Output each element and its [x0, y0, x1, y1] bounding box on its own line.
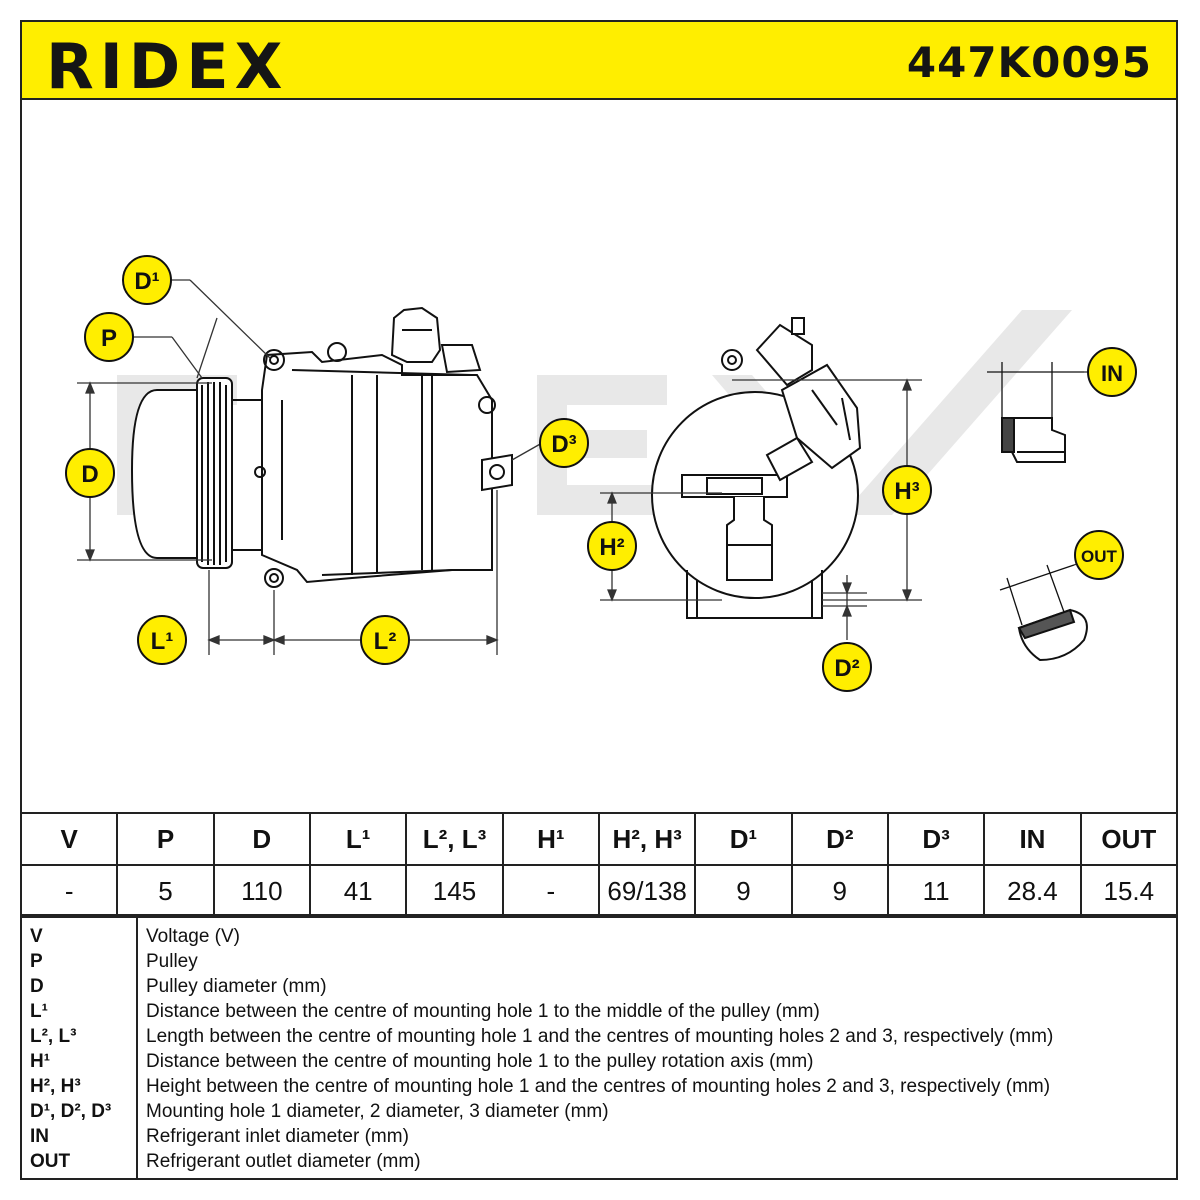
spec-value: 41	[308, 864, 408, 918]
callout-l2-text: L²	[374, 628, 397, 655]
brand-logo: RIDEX	[46, 30, 289, 103]
header-bar: RIDEX 447K0095	[20, 20, 1178, 103]
callout-in: IN	[1087, 347, 1137, 397]
legend-key: P	[30, 951, 43, 972]
legend-key: L¹	[30, 1001, 48, 1022]
legend-description: Distance between the centre of mounting …	[146, 1051, 814, 1072]
legend-description: Pulley diameter (mm)	[146, 976, 327, 997]
legend-table: V Voltage (V) P Pulley D Pulley diameter…	[20, 914, 1178, 1180]
spec-header: L², L³	[405, 812, 504, 866]
callout-d2: D²	[822, 642, 872, 692]
callout-out-text: OUT	[1081, 547, 1118, 566]
legend-key: D	[30, 976, 44, 997]
legend-key: H¹	[30, 1051, 51, 1072]
callout-p-text: P	[101, 325, 117, 352]
spec-header: L¹	[308, 812, 408, 866]
legend-row: H², H³ Height between the centre of moun…	[22, 1074, 1176, 1099]
legend-description: Height between the centre of mounting ho…	[146, 1076, 1051, 1097]
spec-value: 110	[212, 864, 311, 918]
legend-description: Pulley	[146, 951, 198, 972]
spec-value: -	[501, 864, 600, 918]
spec-value: 11	[886, 864, 986, 918]
legend-description: Refrigerant inlet diameter (mm)	[146, 1126, 409, 1147]
callout-d-text: D	[81, 461, 98, 488]
spec-value: 9	[790, 864, 889, 918]
spec-value: -	[19, 864, 119, 918]
spec-value: 5	[116, 864, 215, 918]
legend-row: V Voltage (V)	[22, 924, 1176, 949]
legend-description: Mounting hole 1 diameter, 2 diameter, 3 …	[146, 1101, 609, 1122]
callout-l1: L¹	[137, 615, 187, 665]
legend-row: D Pulley diameter (mm)	[22, 974, 1176, 999]
legend-description: Refrigerant outlet diameter (mm)	[146, 1151, 421, 1172]
legend-row: L², L³ Length between the centre of moun…	[22, 1024, 1176, 1049]
legend-key: H², H³	[30, 1076, 81, 1097]
callout-h2-text: H²	[599, 534, 624, 561]
callout-h3-text: H³	[894, 478, 919, 505]
spec-header: H¹	[501, 812, 600, 866]
callout-l2: L²	[360, 615, 410, 665]
callout-d1: D¹	[122, 255, 172, 305]
legend-key: OUT	[30, 1151, 71, 1172]
spec-header: IN	[983, 812, 1082, 866]
legend-key: V	[30, 926, 43, 947]
technical-drawing: D¹ P D L¹ L² D³ H² H³ D² IN OUT	[65, 255, 1137, 692]
callout-h2: H²	[587, 521, 637, 571]
legend-row: D¹, D², D³ Mounting hole 1 diameter, 2 d…	[22, 1099, 1176, 1124]
spec-header: H², H³	[597, 812, 697, 866]
legend-divider	[136, 916, 138, 1178]
spec-header-row: V P D L¹ L², L³ H¹ H², H³ D¹ D² D³ IN OU…	[19, 812, 1179, 866]
outlet-fitting	[999, 564, 1088, 662]
legend-row: OUT Refrigerant outlet diameter (mm)	[22, 1149, 1176, 1174]
legend-description: Voltage (V)	[146, 926, 240, 947]
callout-l1-text: L¹	[151, 628, 174, 655]
spec-value: 9	[694, 864, 793, 918]
callout-d1-text: D¹	[134, 268, 159, 295]
legend-key: L², L³	[30, 1026, 77, 1047]
callout-in-text: IN	[1101, 361, 1123, 386]
legend-row: IN Refrigerant inlet diameter (mm)	[22, 1124, 1176, 1149]
spec-header: D	[212, 812, 311, 866]
legend-row: H¹ Distance between the centre of mounti…	[22, 1049, 1176, 1074]
spec-header: D³	[886, 812, 986, 866]
spec-value-row: - 5 110 41 145 - 69/138 9 9 11 28.4 15.4	[19, 864, 1179, 918]
legend-row: P Pulley	[22, 949, 1176, 974]
spec-header: D¹	[694, 812, 793, 866]
compressor-front-view	[651, 317, 862, 619]
spec-table: V P D L¹ L², L³ H¹ H², H³ D¹ D² D³ IN OU…	[19, 812, 1179, 918]
spec-value: 69/138	[597, 864, 697, 918]
spec-value: 145	[405, 864, 504, 918]
spec-header: P	[116, 812, 215, 866]
legend-description: Length between the centre of mounting ho…	[146, 1026, 1054, 1047]
spec-value: 28.4	[983, 864, 1082, 918]
callout-d3-text: D³	[551, 431, 576, 458]
callout-out: OUT	[1074, 530, 1124, 580]
spec-value: 15.4	[1079, 864, 1179, 918]
legend-key: D¹, D², D³	[30, 1101, 112, 1122]
callout-h3: H³	[882, 465, 932, 515]
legend-row: L¹ Distance between the centre of mounti…	[22, 999, 1176, 1024]
legend-description: Distance between the centre of mounting …	[146, 1001, 820, 1022]
inlet-fitting	[987, 362, 1084, 463]
callout-d2-text: D²	[834, 655, 859, 682]
legend-key: IN	[30, 1126, 49, 1147]
spec-header: V	[19, 812, 119, 866]
compressor-side-view	[130, 306, 513, 588]
spec-header: OUT	[1079, 812, 1179, 866]
spec-header: D²	[790, 812, 889, 866]
callout-p: P	[84, 312, 134, 362]
callout-d3: D³	[539, 418, 589, 468]
callout-d: D	[65, 448, 115, 498]
part-number: 447K0095	[906, 38, 1152, 87]
